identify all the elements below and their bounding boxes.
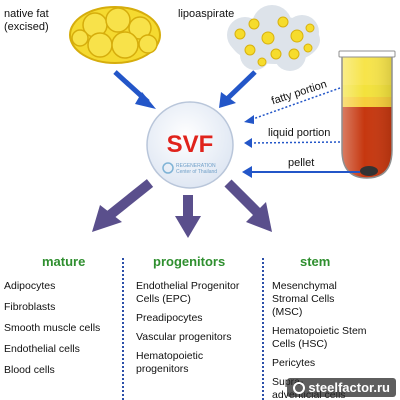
list-item: Endothelial cells (4, 343, 80, 355)
list-item: Smooth muscle cells (4, 322, 101, 334)
arrow-native-fat-to-svf (113, 70, 156, 109)
regeneration-logo-icon (162, 162, 174, 174)
list-item: Hematopoietic progenitors (136, 350, 204, 375)
arrow-liquid-portion (244, 138, 341, 148)
native-fat-image (69, 6, 161, 64)
watermark: steelfactor.ru (287, 378, 396, 397)
list-item: Endothelial Progenitor Cells (EPC) (136, 280, 240, 305)
heading-progenitors: progenitors (153, 254, 226, 269)
list-item: Blood cells (4, 364, 55, 376)
list-item: Pericytes (272, 357, 316, 369)
list-item: Adipocytes (4, 280, 56, 292)
list-item: Fibroblasts (4, 301, 56, 313)
label-lipoaspirate: lipoaspirate (178, 8, 235, 20)
logo-line-1: REGENERATION (176, 163, 216, 169)
lipoaspirate-image (227, 5, 320, 71)
separator-2 (262, 258, 264, 400)
list-item: Preadipocytes (136, 312, 203, 324)
arrow-svf-to-progenitors (175, 195, 201, 238)
list-mature: Adipocytes Fibroblasts Smooth muscle cel… (4, 280, 119, 385)
arrow-fatty-portion (244, 87, 341, 124)
list-item: Vascular progenitors (136, 331, 232, 343)
list-stem: Mesenchymal Stromal Cells (MSC) Hematopo… (272, 280, 382, 400)
heading-stem: stem (300, 254, 331, 269)
list-item: Mesenchymal Stromal Cells (MSC) (272, 280, 337, 318)
separator-1 (122, 258, 124, 400)
arrow-svf-to-mature (92, 179, 154, 232)
list-progenitors: Endothelial Progenitor Cells (EPC) Pread… (136, 280, 256, 382)
label-pellet: pellet (288, 157, 315, 169)
svf-circle: SVF REGENERATION Center of Thailand (146, 101, 234, 189)
list-item: Hematopoietic Stem Cells (HSC) (272, 325, 367, 350)
logo-line-2: Center of Thailand (176, 169, 217, 175)
arrow-pellet (242, 166, 360, 178)
label-native-fat: native fat (excised) (4, 8, 49, 33)
watermark-logo-icon (293, 382, 306, 394)
watermark-text: steelfactor.ru (308, 380, 390, 395)
svf-title: SVF (167, 131, 214, 158)
centrifuge-tube (338, 50, 396, 179)
heading-mature: mature (42, 254, 86, 269)
arrow-lipoaspirate-to-svf (219, 70, 257, 108)
arrow-svf-to-stem (224, 179, 272, 232)
label-liquid-portion: liquid portion (268, 127, 331, 139)
